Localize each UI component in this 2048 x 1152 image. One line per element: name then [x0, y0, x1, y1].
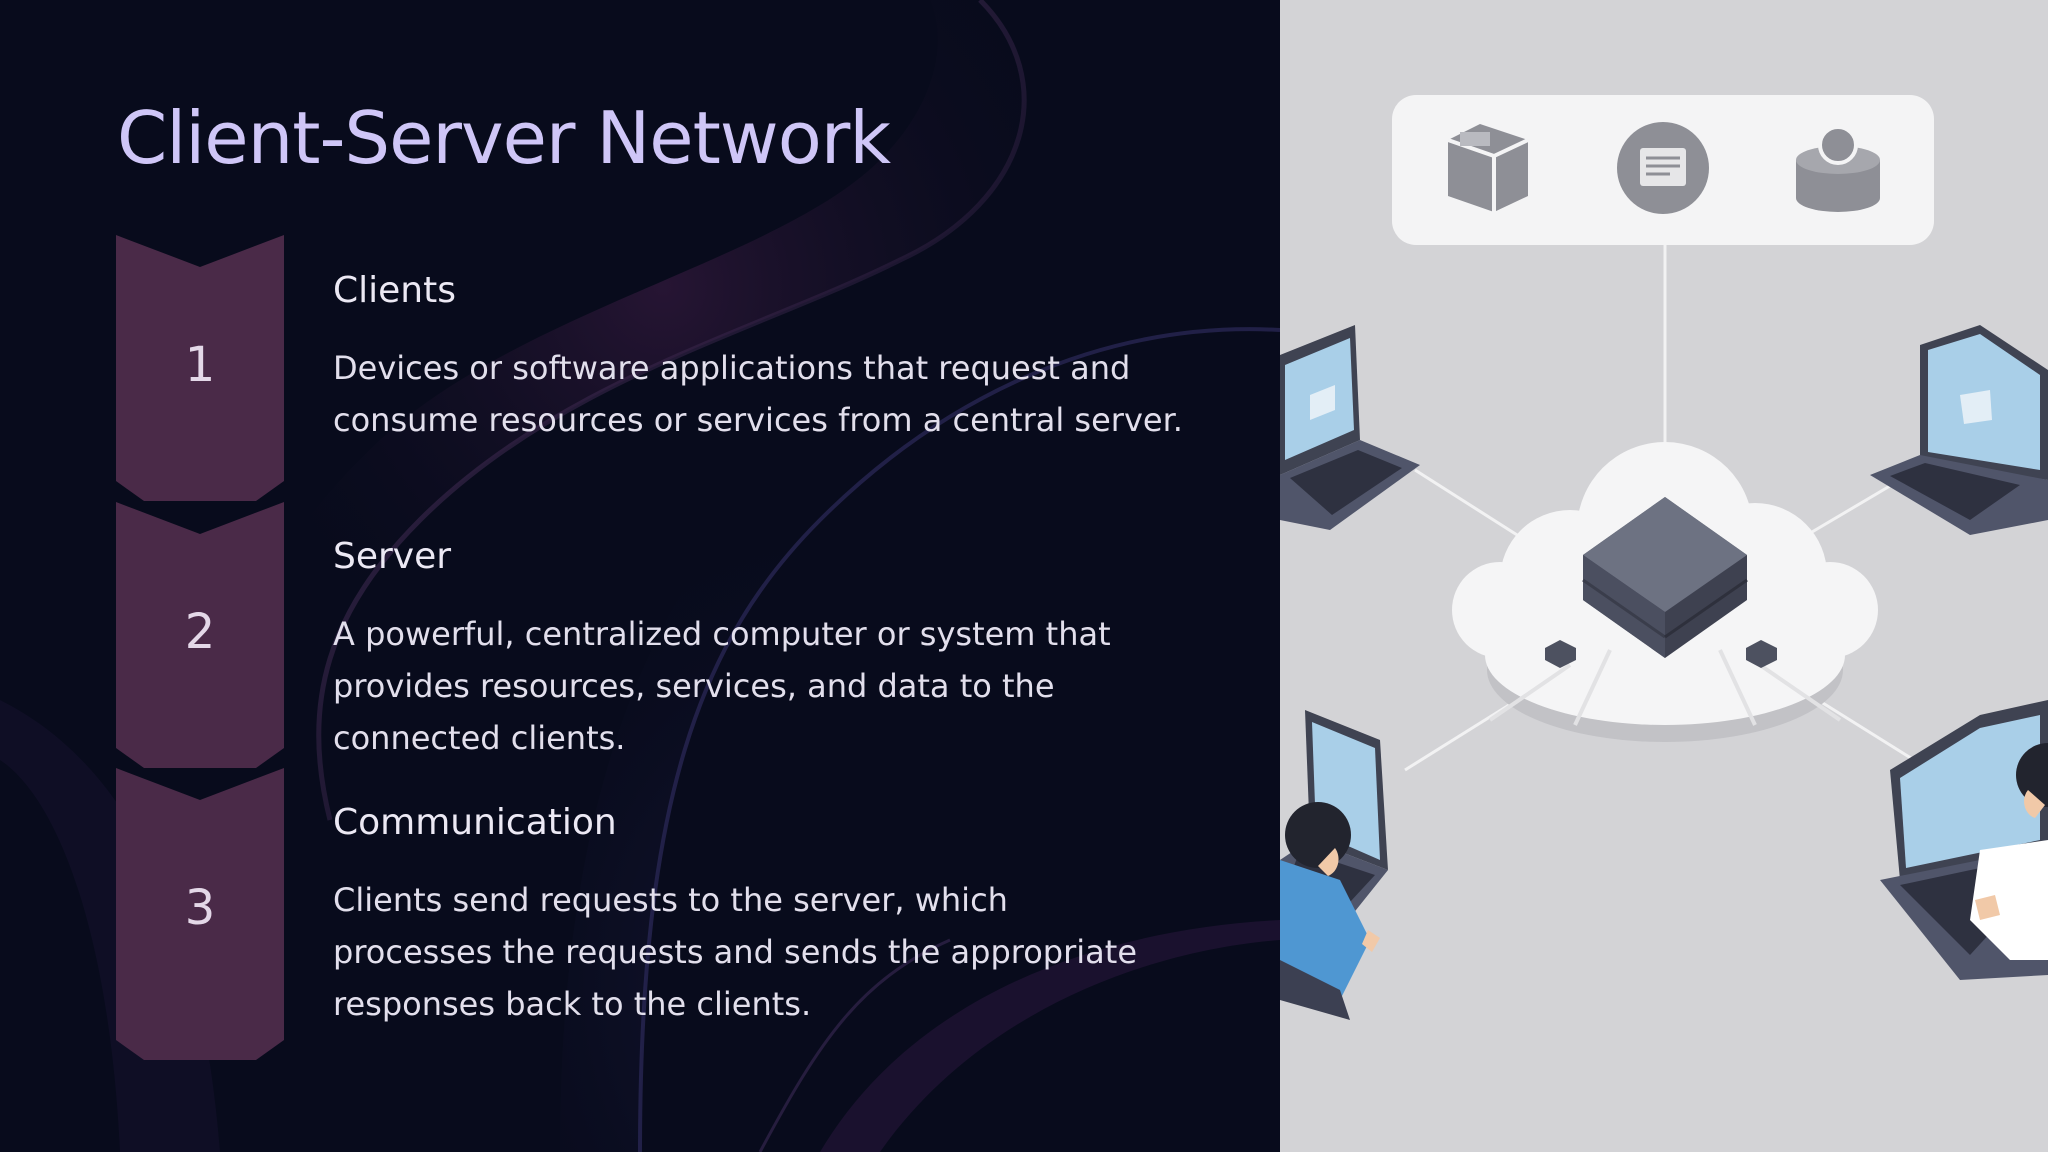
laptop-icon [1280, 325, 1420, 530]
person-icon [1280, 802, 1380, 1020]
laptop-icon [1870, 325, 2048, 535]
chevron-shape [116, 235, 284, 501]
step-number: 3 [184, 880, 216, 936]
box-icon [1447, 124, 1529, 212]
step-description-server: A powerful, centralized computer or syst… [333, 615, 1111, 757]
illustration-panel [1280, 0, 2048, 1152]
step-number: 1 [184, 337, 216, 393]
step-marker-1: 1 [116, 235, 284, 501]
content-panel: Client-Server Network 1 Clients Devices … [116, 0, 1280, 1152]
step-heading-communication: Communication [333, 802, 617, 843]
chevron-shape [116, 502, 284, 768]
server-icon [1582, 497, 1748, 658]
person-icon [1970, 743, 2048, 960]
step-description-clients: Devices or software applications that re… [333, 349, 1183, 439]
step-marker-3: 3 [116, 768, 284, 1060]
network-illustration [1280, 95, 2048, 1020]
step-description-communication: Clients send requests to the server, whi… [333, 881, 1137, 1023]
chevron-shape [116, 768, 284, 1060]
step-heading-server: Server [333, 536, 452, 577]
user-icon [1796, 125, 1880, 212]
slide-title: Client-Server Network [117, 96, 891, 180]
step-number: 2 [184, 604, 216, 660]
step-heading-clients: Clients [333, 270, 456, 311]
step-marker-2: 2 [116, 502, 284, 768]
document-icon [1617, 122, 1709, 214]
